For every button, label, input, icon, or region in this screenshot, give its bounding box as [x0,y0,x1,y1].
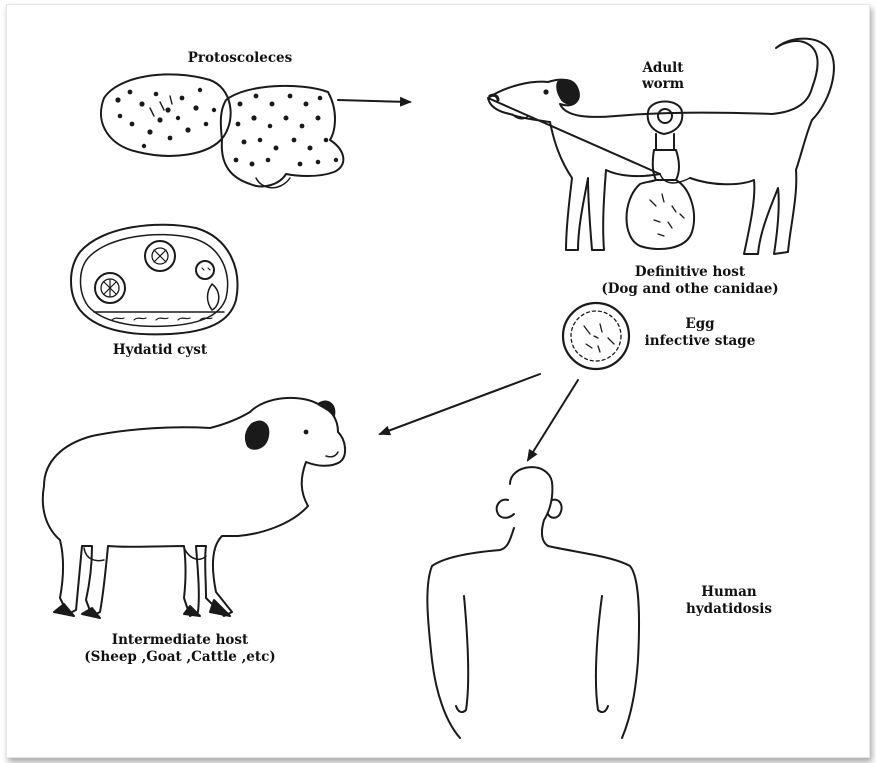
intermediate-host-label-line2: (Sheep ,Goat ,Cattle ,etc) [40,649,320,666]
adult-worm-label-line2: worm [628,76,698,93]
intermediate-host-label-line1: Intermediate host [40,632,320,649]
human-drawing [427,467,639,738]
definitive-host-label-line1: Definitive host [570,264,810,281]
hydatid-cyst-label: Hydatid cyst [80,342,240,359]
sheep-drawing [43,398,345,618]
arrow-egg-to-human [528,380,578,460]
egg-label-line1: Egg [640,316,760,333]
arrow-egg-to-sheep [380,374,540,434]
definitive-host-label-line2: (Dog and othe canidae) [570,281,810,298]
protoscoleces-label: Protoscoleces [170,50,310,67]
human-label-line2: hydatidosis [674,601,784,618]
adult-worm-label-line1: Adult [628,60,698,77]
protoscoleces-drawing [101,74,343,187]
human-label-line1: Human [674,584,784,601]
hydatid-cyst-drawing [71,225,237,335]
egg-drawing [563,303,629,369]
egg-label-line2: infective stage [640,333,760,350]
arrow-protoscoleces-to-dog [338,100,410,102]
